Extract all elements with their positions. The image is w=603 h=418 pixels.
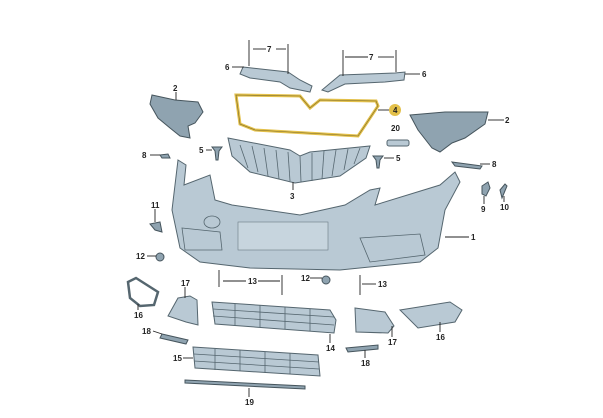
callout-7[interactable]: 7 [369, 53, 374, 62]
callout-10[interactable]: 10 [500, 203, 509, 212]
center-grille-14[interactable] [211, 301, 337, 334]
highlight-marker [389, 104, 401, 116]
callout-8[interactable]: 8 [142, 151, 147, 160]
callout-2[interactable]: 2 [173, 84, 178, 93]
bolts-13 [218, 270, 361, 295]
trim-strip-19[interactable] [184, 379, 306, 390]
callout-6[interactable]: 6 [225, 63, 230, 72]
callout-9[interactable]: 9 [481, 205, 486, 214]
center-grille-mesh [212, 304, 335, 331]
bracket-right-6[interactable] [320, 71, 406, 93]
trim-8-right[interactable] [450, 161, 483, 170]
callout-1[interactable]: 1 [471, 233, 476, 242]
callout-8[interactable]: 8 [492, 160, 497, 169]
grille-slats [239, 144, 361, 183]
fog-surround-16-right[interactable] [398, 301, 463, 329]
leader-lines [137, 48, 505, 397]
callout-13[interactable]: 13 [378, 280, 387, 289]
part-9[interactable] [481, 181, 491, 197]
callout-17[interactable]: 17 [181, 279, 190, 288]
callout-2[interactable]: 2 [505, 116, 510, 125]
callout-12[interactable]: 12 [136, 252, 145, 261]
grille-3[interactable] [227, 137, 371, 184]
callout-19[interactable]: 19 [245, 398, 254, 407]
callout-4[interactable]: 4 [393, 106, 398, 115]
callout-labels: 7 7 6 6 2 4 2 20 5 5 8 8 3 11 9 10 1 12 … [134, 45, 510, 407]
callout-16[interactable]: 16 [436, 333, 445, 342]
callout-16[interactable]: 16 [134, 311, 143, 320]
trim-18-right[interactable] [345, 344, 379, 353]
callout-5[interactable]: 5 [396, 154, 401, 163]
callout-11[interactable]: 11 [151, 201, 160, 210]
side-bracket-left-2[interactable] [149, 94, 204, 139]
callout-20[interactable]: 20 [391, 124, 400, 133]
part-11[interactable] [149, 221, 163, 233]
side-grille-17-left[interactable] [167, 295, 199, 326]
bracket-left-6[interactable] [239, 66, 313, 93]
callout-6[interactable]: 6 [422, 70, 427, 79]
bolt-icons-7 [248, 40, 397, 76]
callout-18[interactable]: 18 [142, 327, 151, 336]
screw-5-right[interactable] [372, 155, 384, 169]
clip-12-right[interactable] [321, 275, 331, 285]
callout-18[interactable]: 18 [361, 359, 370, 368]
lower-grille-15[interactable] [192, 346, 321, 377]
trim-18-left[interactable] [159, 333, 189, 345]
lower-grille-mesh [193, 349, 320, 374]
fog-surround-16-left[interactable] [126, 276, 160, 308]
side-grille-17-right[interactable] [354, 307, 395, 334]
part-10[interactable] [499, 183, 508, 200]
callout-15[interactable]: 15 [173, 354, 182, 363]
callout-12[interactable]: 12 [301, 274, 310, 283]
screw-5-left[interactable] [211, 146, 223, 161]
callout-7[interactable]: 7 [267, 45, 272, 54]
clip-8-left[interactable] [159, 153, 171, 159]
callout-13[interactable]: 13 [248, 277, 257, 286]
side-bracket-right-2[interactable] [409, 111, 489, 153]
callout-14[interactable]: 14 [326, 344, 335, 353]
bumper-plate-area [237, 221, 329, 251]
callout-3[interactable]: 3 [290, 192, 295, 201]
emblem-20[interactable] [386, 139, 410, 147]
callout-5[interactable]: 5 [199, 146, 204, 155]
clip-12-left[interactable] [155, 252, 165, 262]
callout-17[interactable]: 17 [388, 338, 397, 347]
